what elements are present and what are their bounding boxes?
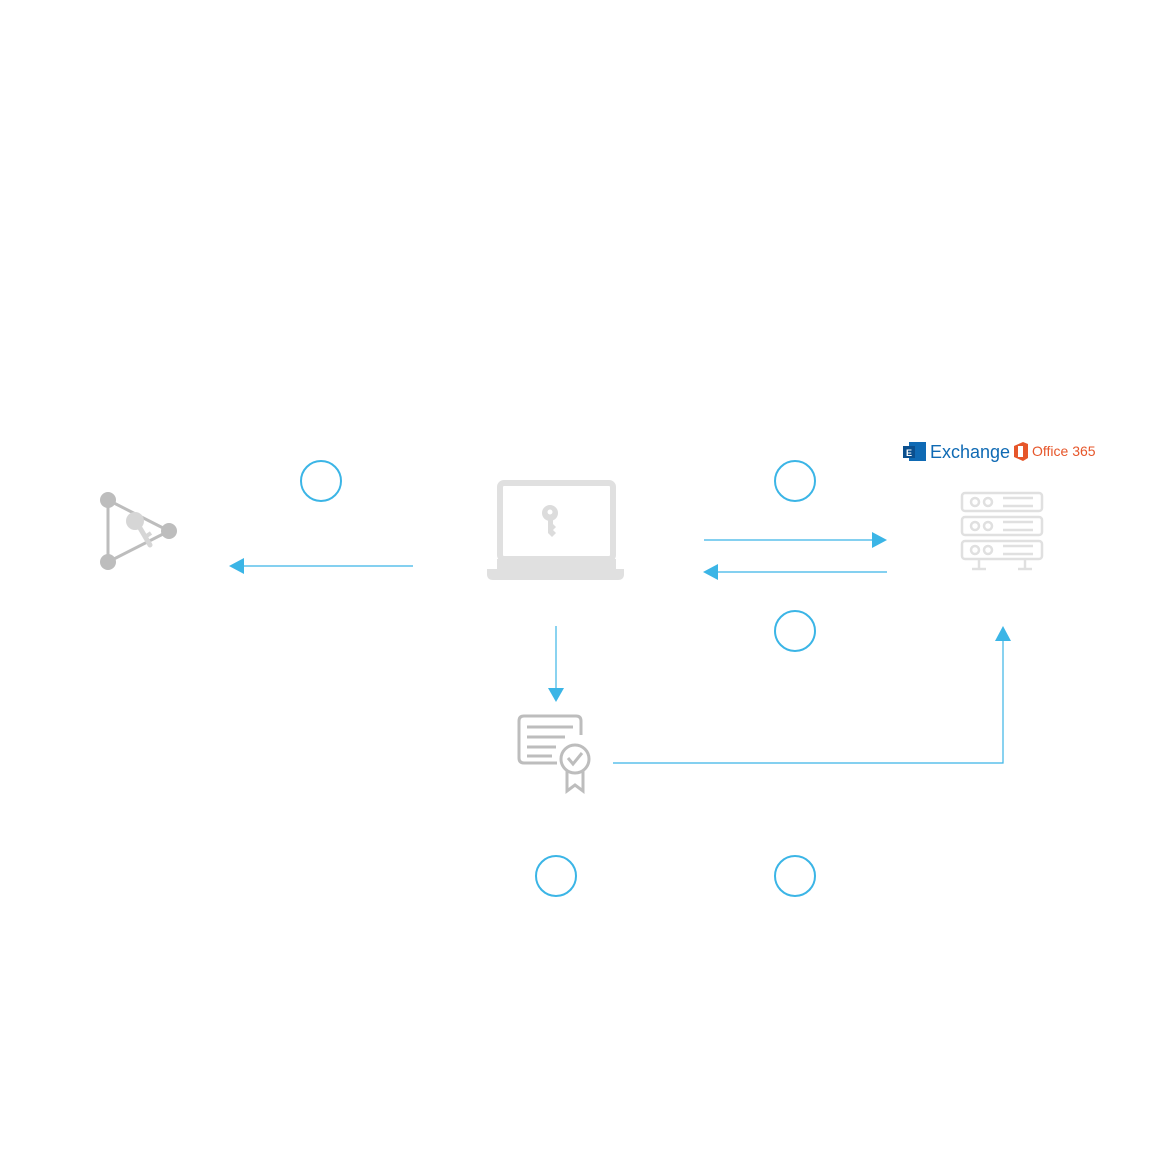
svg-text:E: E — [906, 448, 912, 458]
exchange-logo-text: Exchange — [930, 442, 1010, 462]
arrow-laptop-to-keynetwork — [229, 558, 413, 574]
laptop-key-icon — [487, 480, 624, 580]
step-marker — [774, 855, 816, 897]
certificate-icon — [517, 714, 591, 794]
exchange-logo: E Exchange — [903, 442, 1010, 462]
key-network-icon — [100, 492, 177, 570]
server-icon — [960, 491, 1044, 571]
office-logo: Office 365 — [1014, 442, 1096, 461]
step-markers — [300, 460, 816, 897]
step-marker — [774, 610, 816, 652]
step-marker — [535, 855, 577, 897]
arrow-laptop-to-certificate — [548, 626, 564, 702]
step-marker — [300, 460, 342, 502]
step-marker — [774, 460, 816, 502]
arrow-certificate-to-server — [613, 626, 1011, 764]
arrow-laptop-to-server — [704, 532, 887, 548]
office-logo-icon — [1014, 442, 1028, 461]
exchange-logo-icon: E — [903, 442, 926, 461]
office-logo-text: Office 365 — [1032, 443, 1096, 459]
arrow-server-to-laptop — [703, 564, 887, 580]
